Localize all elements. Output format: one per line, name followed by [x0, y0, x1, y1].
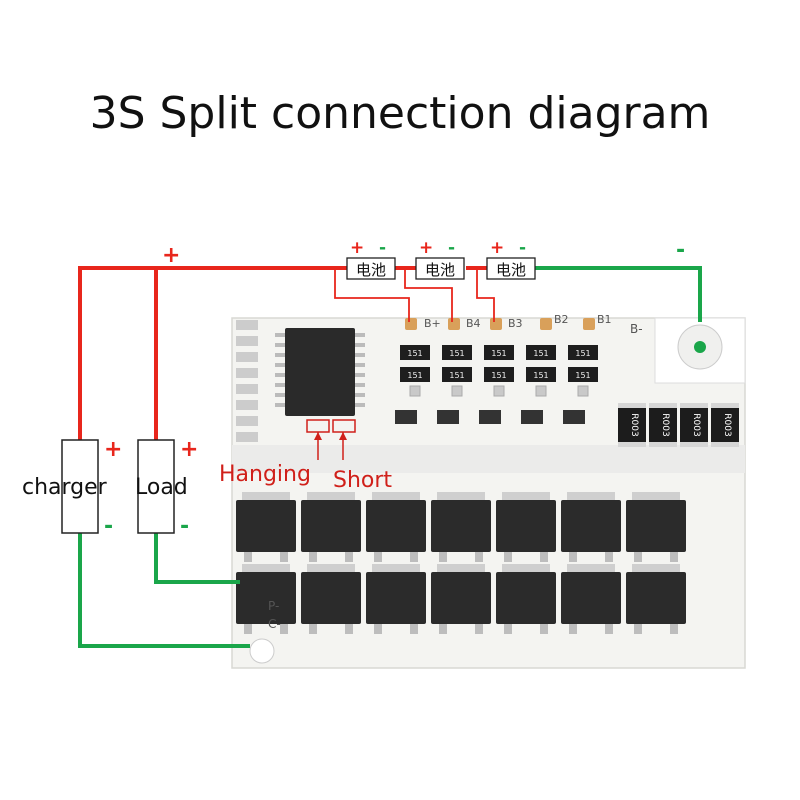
battery-minus-sign: - — [519, 238, 526, 258]
battery-plus-sign: + — [419, 238, 433, 258]
small-resistor: 151 — [568, 367, 598, 382]
header-pads — [236, 320, 258, 442]
pad-label-bminus: B- — [630, 322, 643, 336]
svg-text:151: 151 — [575, 349, 590, 358]
charger-box — [61, 439, 99, 534]
battery-label: 电池 — [496, 261, 526, 279]
balance-pads — [405, 318, 595, 330]
svg-text:151: 151 — [407, 349, 422, 358]
load-plus-sign: + — [180, 437, 198, 462]
small-resistor: 151 — [400, 367, 430, 382]
mosfet — [301, 564, 361, 634]
svg-text:151: 151 — [491, 371, 506, 380]
mosfet — [366, 492, 426, 562]
sense-resistors: R003 R003 R003 R003 — [618, 403, 739, 447]
svg-text:R003: R003 — [722, 413, 732, 436]
battery-minus-sign: - — [448, 238, 455, 258]
led — [409, 385, 421, 397]
pad-label-b4: B4 — [466, 317, 481, 330]
small-resistor-array: 151 151 151 151 151 151 151 151 151 151 — [400, 345, 598, 397]
svg-text:151: 151 — [533, 371, 548, 380]
bminus-solder-point — [694, 341, 706, 353]
balance-wires — [334, 268, 495, 322]
charger-minus-sign: - — [104, 514, 113, 539]
sense-resistor: R003 — [649, 403, 677, 447]
hanging-label: Hanging — [219, 462, 311, 487]
small-resistor: 151 — [484, 345, 514, 360]
main-minus-sign: - — [676, 238, 685, 263]
charger-label: charger — [22, 475, 108, 500]
mosfet — [236, 492, 296, 562]
load-minus-sign: - — [180, 514, 189, 539]
battery-3: 电池 +- — [486, 238, 536, 280]
mosfet — [561, 564, 621, 634]
battery-minus-sign: - — [379, 238, 386, 258]
small-resistor: 151 — [568, 345, 598, 360]
protection-ic — [275, 328, 365, 416]
small-resistor: 151 — [442, 345, 472, 360]
negative-wiring — [78, 266, 702, 648]
diagram-title: 3S Split connection diagram — [89, 88, 711, 139]
load-box — [137, 439, 175, 534]
pad-label-cminus: C- — [268, 617, 281, 631]
battery-label: 电池 — [356, 261, 386, 279]
pad-label-b2: B2 — [554, 313, 569, 326]
load-label: Load — [135, 475, 188, 500]
battery-1: 电池 +- — [346, 238, 396, 280]
mosfet — [496, 492, 556, 562]
sense-resistor: R003 — [618, 403, 646, 447]
small-resistor: 151 — [526, 367, 556, 382]
battery-series: 电池+-电池+-电池+- — [346, 238, 536, 280]
battery-label: 电池 — [425, 261, 455, 279]
svg-text:R003: R003 — [691, 413, 701, 436]
pad-label-pminus: P- — [268, 599, 279, 613]
battery-plus-sign: + — [350, 238, 364, 258]
svg-text:151: 151 — [449, 349, 464, 358]
mosfet — [301, 492, 361, 562]
mosfet — [431, 564, 491, 634]
transistor-row — [395, 410, 585, 424]
battery-plus-sign: + — [490, 238, 504, 258]
svg-text:151: 151 — [575, 371, 590, 380]
mosfet — [626, 492, 686, 562]
pad-label-b3: B3 — [508, 317, 523, 330]
small-resistor: 151 — [526, 345, 556, 360]
mosfet — [496, 564, 556, 634]
pad-label-b1: B1 — [597, 313, 612, 326]
svg-text:151: 151 — [407, 371, 422, 380]
short-label: Short — [333, 468, 392, 493]
charger-plus-sign: + — [104, 437, 122, 462]
mosfet — [431, 492, 491, 562]
mosfet-array — [236, 492, 686, 634]
mosfet — [626, 564, 686, 634]
svg-text:R003: R003 — [660, 413, 670, 436]
svg-text:151: 151 — [491, 349, 506, 358]
mosfet — [561, 492, 621, 562]
battery-2: 电池 +- — [415, 238, 465, 280]
pad-label-bplus: B+ — [424, 317, 441, 330]
sense-resistor: R003 — [680, 403, 708, 447]
svg-text:R003: R003 — [629, 413, 639, 436]
small-resistor: 151 — [484, 367, 514, 382]
led — [535, 385, 547, 397]
sense-resistor: R003 — [711, 403, 739, 447]
small-resistor: 151 — [442, 367, 472, 382]
led — [451, 385, 463, 397]
mosfet — [236, 564, 296, 634]
mounting-hole — [249, 638, 275, 664]
jumper-markers — [306, 419, 356, 460]
mosfet — [366, 564, 426, 634]
svg-text:151: 151 — [449, 371, 464, 380]
led — [493, 385, 505, 397]
small-resistor: 151 — [400, 345, 430, 360]
main-plus-sign: + — [162, 243, 180, 268]
svg-text:151: 151 — [533, 349, 548, 358]
led — [577, 385, 589, 397]
